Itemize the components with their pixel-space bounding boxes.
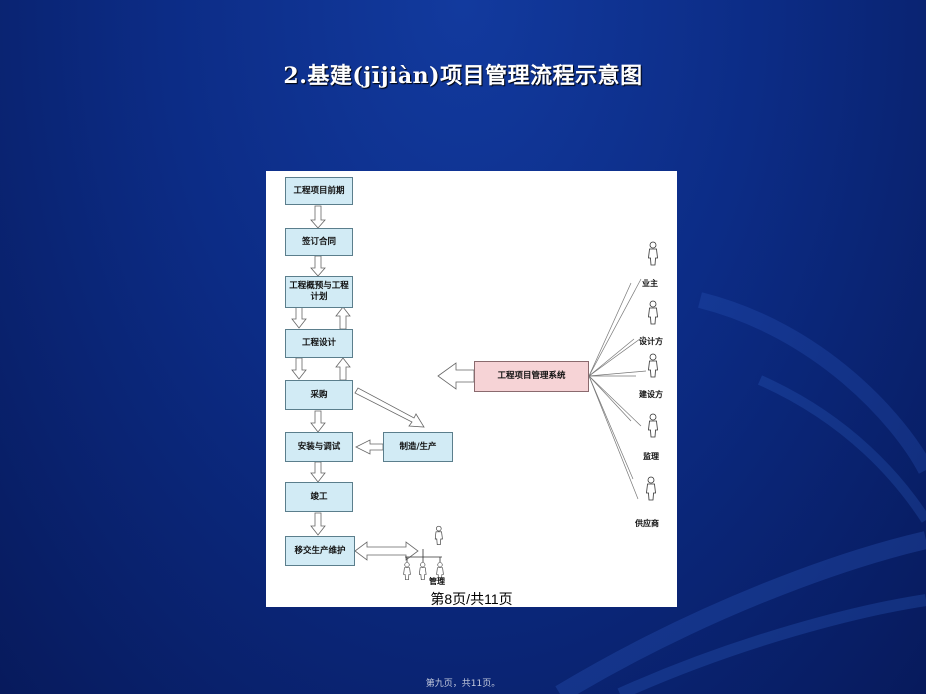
role-label-supervisor: 监理 [643, 452, 659, 461]
arrow-s8-management [354, 541, 419, 561]
manufacturing-box: 制造/生产 [383, 432, 453, 462]
step-box-5: 采购 [285, 380, 353, 410]
slide-title: 2.基建(jījiàn)项目管理流程示意图 [283, 63, 643, 89]
arrow-s3-s4-down [291, 306, 307, 329]
arrow-s4-s5-down [291, 357, 307, 380]
management-system-box: 工程项目管理系统 [474, 361, 589, 392]
diagram-connectors [291, 205, 658, 581]
slide-footer: 第九页，共11页。 [425, 679, 501, 689]
step-box-2: 签订合同 [285, 228, 353, 256]
person-icon-supplier [646, 476, 656, 501]
arrow-s5-s4-up [335, 357, 351, 381]
step-box-1: 工程项目前期 [285, 177, 353, 205]
arrow-side-s6 [355, 439, 384, 455]
step-box-8: 移交生产维护 [285, 536, 355, 566]
role-label-owner: 业主 [642, 279, 658, 288]
step-box-3: 工程概预与工程计划 [285, 276, 353, 308]
arrow-s7-s8 [310, 512, 326, 536]
arrow-s6-s7 [310, 461, 326, 483]
org-chart-icon [403, 525, 444, 581]
role-label-supplier: 供应商 [635, 519, 659, 528]
arrow-s4-s3-up [335, 306, 351, 330]
arrow-s1-s2 [310, 205, 326, 229]
arrow-s5-s6 [310, 410, 326, 433]
role-label-designer: 设计方 [639, 337, 663, 346]
person-icon-builder [648, 353, 658, 378]
role-label-builder: 建设方 [639, 390, 663, 399]
role-figures [403, 241, 658, 581]
step-box-4: 工程设计 [285, 329, 353, 358]
page-number-label: 第8页/共11页 [430, 591, 513, 607]
arrow-system-left [437, 362, 475, 390]
arrow-s2-s3 [310, 255, 326, 277]
step-box-6: 安装与调试 [285, 432, 353, 462]
management-label: 管理 [429, 577, 445, 586]
arrow-s5-side [354, 387, 425, 428]
step-box-7: 竣工 [285, 482, 353, 512]
person-icon-designer [648, 300, 658, 325]
person-icon-supervisor [648, 413, 658, 438]
person-icon-owner [648, 241, 658, 266]
diagram-panel: 工程项目前期 签订合同 工程概预与工程计划 工程设计 采购 安装与调试 竣工 移… [266, 171, 677, 607]
